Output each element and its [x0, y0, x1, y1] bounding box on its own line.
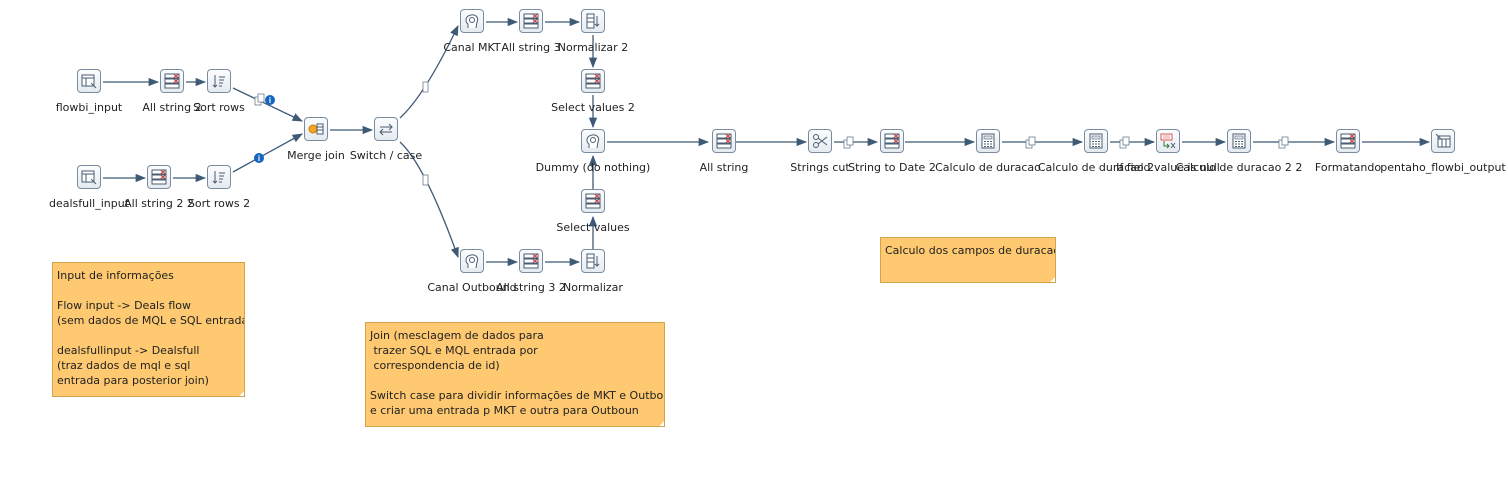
step-label: Strings cut: [790, 161, 850, 174]
step-label: If field value is null: [1116, 161, 1220, 174]
step-label: Canal Outbound: [427, 281, 517, 294]
step-label: flowbi_input: [55, 101, 123, 114]
copy-rows-icon: [846, 136, 854, 146]
merge-join-icon: [308, 123, 324, 135]
hop[interactable]: [232, 87, 303, 122]
select-values-step[interactable]: [880, 129, 904, 153]
note-calculo[interactable]: Calculo dos campos de duracao: [880, 237, 1056, 283]
table-input-step[interactable]: [77, 69, 101, 93]
step-label: All string 3 2: [496, 281, 566, 294]
step-label: Merge join: [287, 149, 345, 162]
svg-text:i: i: [258, 154, 260, 163]
calculator-icon: [1089, 133, 1103, 149]
select-values-icon: [1340, 133, 1356, 149]
dummy-step[interactable]: [581, 129, 605, 153]
step-label: Dummy (do nothing): [535, 161, 651, 174]
step-label: Calculo de duracao 2: [1037, 161, 1155, 174]
dummy-step[interactable]: [460, 9, 484, 33]
copy-rows-icon: [257, 93, 265, 103]
select-values-step[interactable]: [712, 129, 736, 153]
hop[interactable]: [399, 25, 459, 119]
sort-rows-icon: [212, 171, 225, 184]
normaliser-icon: [586, 253, 600, 269]
hop[interactable]: [232, 133, 303, 173]
sort-rows-icon: [212, 75, 225, 88]
sort-rows-step[interactable]: [207, 165, 231, 189]
step-label: All string: [699, 161, 749, 174]
step-label: All string 3: [501, 41, 561, 54]
strings-cut-step[interactable]: [808, 129, 832, 153]
select-values-step[interactable]: [581, 189, 605, 213]
select-values-step[interactable]: [519, 249, 543, 273]
calculator-icon: [1232, 133, 1246, 149]
select-values-icon: [523, 253, 539, 269]
step-label: dealsfull_input: [48, 197, 130, 210]
select-values-icon: [523, 13, 539, 29]
scissors-icon: [813, 134, 828, 148]
normaliser-icon: [586, 13, 600, 29]
step-label: Calculo de duracao 2 2: [1175, 161, 1303, 174]
table-output-step[interactable]: [1431, 129, 1455, 153]
table-input-icon: [81, 74, 97, 89]
if-null-step[interactable]: [1156, 129, 1180, 153]
step-label: All string 2 2: [124, 197, 194, 210]
sort-rows-step[interactable]: [207, 69, 231, 93]
step-label: Normalizar 2: [557, 41, 629, 54]
dummy-head-icon: [586, 134, 600, 149]
switch-case-step[interactable]: [374, 117, 398, 141]
select-values-step[interactable]: [1336, 129, 1360, 153]
merge-join-step[interactable]: [304, 117, 328, 141]
select-values-step[interactable]: [147, 165, 171, 189]
case-target-icon: [422, 81, 429, 93]
select-values-icon: [151, 169, 167, 185]
if-null-icon: [1160, 133, 1176, 149]
select-values-icon: [585, 193, 601, 209]
select-values-step[interactable]: [160, 69, 184, 93]
copy-rows-icon: [1028, 136, 1036, 146]
step-label: Normalizar: [563, 281, 623, 294]
calculator-step[interactable]: [1084, 129, 1108, 153]
step-label: Select values: [556, 221, 630, 234]
dummy-head-icon: [465, 254, 479, 269]
dummy-step[interactable]: [460, 249, 484, 273]
info-icon: [254, 153, 264, 163]
step-label: Switch / case: [349, 149, 423, 162]
step-label: Formatando: [1314, 161, 1382, 174]
calculator-step[interactable]: [976, 129, 1000, 153]
step-label: Sort rows 2: [187, 197, 251, 210]
step-label: Calculo de duracao: [935, 161, 1041, 174]
normaliser-step[interactable]: [581, 9, 605, 33]
copy-rows-icon: [1281, 136, 1289, 146]
select-values-step[interactable]: [581, 69, 605, 93]
table-input-icon: [81, 170, 97, 185]
note-join-switch[interactable]: Join (mesclagem de dados para trazer SQL…: [365, 322, 665, 427]
table-input-step[interactable]: [77, 165, 101, 189]
step-label: pentaho_flowbi_output: [1380, 161, 1506, 174]
select-values-step[interactable]: [519, 9, 543, 33]
note-input[interactable]: Input de informações Flow input -> Deals…: [52, 262, 245, 397]
step-label: Sort rows: [193, 101, 245, 114]
calculator-step[interactable]: [1227, 129, 1251, 153]
case-target-icon: [422, 174, 429, 186]
step-label: All string 2: [142, 101, 202, 114]
step-label: Select values 2: [551, 101, 635, 114]
select-values-icon: [716, 133, 732, 149]
select-values-icon: [164, 73, 180, 89]
step-label: String to Date 2: [848, 161, 936, 174]
svg-text:i: i: [269, 96, 271, 105]
info-icon: [265, 95, 275, 105]
switch-case-icon: [379, 123, 393, 136]
copy-rows-icon: [1122, 136, 1130, 146]
dummy-head-icon: [465, 14, 479, 29]
step-label: Canal MKT: [443, 41, 501, 54]
select-values-icon: [884, 133, 900, 149]
normaliser-step[interactable]: [581, 249, 605, 273]
table-output-icon: [1435, 133, 1451, 148]
select-values-icon: [585, 73, 601, 89]
calculator-icon: [981, 133, 995, 149]
